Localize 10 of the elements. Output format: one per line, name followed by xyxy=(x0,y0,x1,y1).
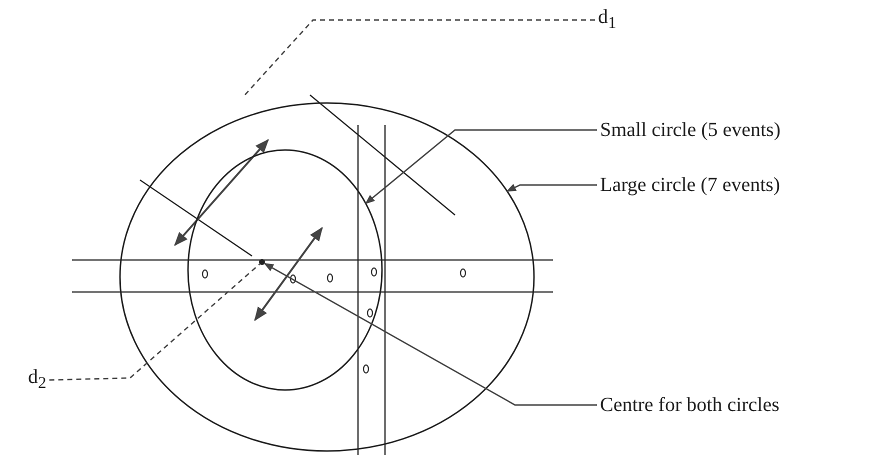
dimension-label: d$_{1}$ xyxy=(598,5,616,35)
dashed-leader-line xyxy=(242,19,595,98)
callout-label: Small circle (5 events) xyxy=(600,118,780,142)
leader-line xyxy=(364,129,597,204)
leader-line xyxy=(264,262,597,406)
callout-label: Large circle (7 events) xyxy=(600,173,780,197)
dimension-label: d$_{2}$ xyxy=(28,365,46,395)
leader-line xyxy=(506,184,597,192)
dashed-leader-line xyxy=(49,263,260,381)
callout-label: Centre for both circles xyxy=(600,393,780,417)
